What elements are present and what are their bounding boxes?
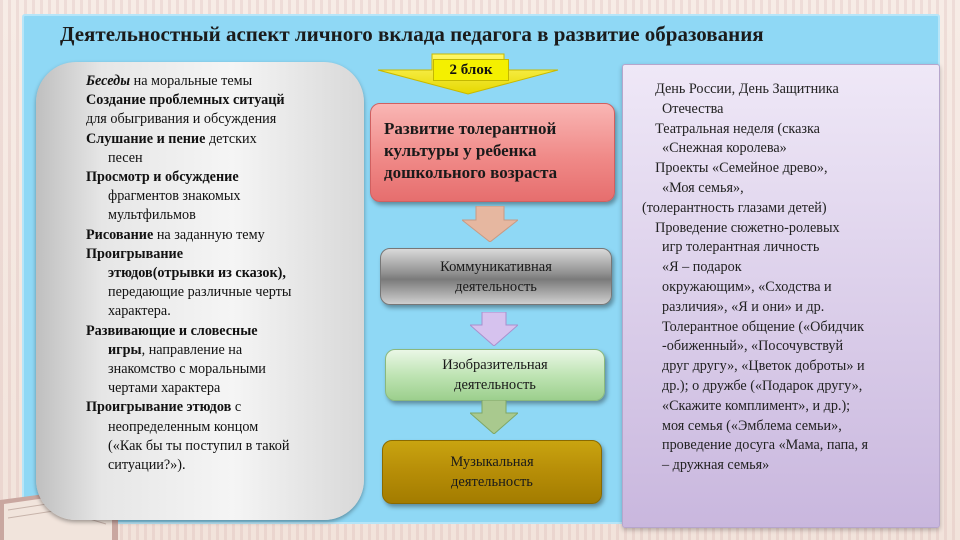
block-label: 2 блок: [433, 59, 509, 81]
list-item: «Я – подарок: [662, 259, 742, 276]
green-down-arrow-icon: [470, 400, 518, 434]
list-item: проведение досуга «Мама, папа, я: [662, 437, 869, 454]
list-item: День России, День Защитника: [648, 81, 839, 97]
list-item: Проигрывание: [86, 245, 184, 262]
main-goal-card: [370, 103, 615, 202]
list-item: мультфильмов: [108, 207, 196, 224]
methods-list: Беседы на моральные темы Создание пробле…: [86, 72, 356, 475]
activity-label: деятельность: [455, 278, 537, 295]
activity-label: деятельность: [451, 474, 533, 490]
activity-label: Музыкальная: [450, 454, 534, 470]
activity-label: деятельность: [454, 377, 536, 393]
list-item: Театральная неделя (сказка: [648, 120, 820, 137]
list-item: чертами характера: [108, 380, 221, 397]
list-item: Просмотр и обсуждение: [86, 169, 239, 186]
list-item: (толерантность глазами детей): [642, 199, 827, 216]
list-item: Развивающие и словесные: [86, 322, 258, 339]
activity-label: Коммуникативная: [440, 258, 552, 275]
events-list: День России, День Защитника Отечества Те…: [642, 80, 930, 476]
list-item: Толерантное общение («Обидчик: [662, 318, 865, 335]
list-item: Отечества: [662, 100, 724, 117]
list-item: передающие различные черты: [108, 284, 292, 301]
list-item: Рисование на заданную тему: [86, 226, 265, 243]
list-item: друг другу», «Цветок доброты» и: [662, 358, 865, 375]
activity-card-visual: Изобразительная деятельность: [385, 349, 605, 401]
list-item: «Скажите комплимент», и др.);: [662, 397, 851, 414]
list-item: характера.: [108, 303, 171, 320]
list-item: окружающим», «Сходства и: [662, 278, 832, 295]
list-item: -обиженный», «Посочувствуй: [662, 338, 844, 355]
list-item: неопределенным концом: [108, 418, 259, 435]
list-item: ситуации?»).: [108, 457, 186, 474]
list-item: Проигрывание этюдов с: [86, 399, 242, 416]
list-item: знакомство с моральными: [108, 361, 266, 378]
list-item: Создание проблемных ситуацй: [86, 92, 285, 109]
list-item: песен: [108, 149, 143, 166]
slide-title: Деятельностный аспект личного вклада пед…: [60, 22, 764, 46]
list-item: («Как бы ты поступил в такой: [108, 437, 290, 454]
list-item: др.); о дружбе («Подарок другу»,: [662, 377, 863, 394]
activity-card-music: Музыкальная деятельность: [382, 440, 602, 504]
peach-down-arrow-icon: [462, 206, 518, 242]
list-item: «Моя семья»,: [662, 179, 744, 196]
list-item: игры, направление на: [108, 341, 243, 358]
list-item: различия», «Я и они» и др.: [662, 298, 825, 315]
list-item: игр толерантная личность: [662, 239, 820, 256]
list-item: этюдов(отрывки из сказок),: [108, 265, 286, 282]
list-item: Слушание и пение детских: [86, 130, 257, 147]
activity-card-communicative: Коммуникативная деятельность: [380, 248, 612, 305]
list-item: Беседы на моральные темы: [86, 73, 253, 89]
activity-label: Изобразительная: [442, 357, 548, 373]
lavender-down-arrow-icon: [470, 312, 518, 346]
list-item: для обыгривания и обсуждения: [86, 111, 277, 128]
main-goal-text: Развитие толерантной культуры у ребенка …: [384, 119, 558, 182]
right-events-panel: [622, 64, 940, 528]
list-item: Проекты «Семейное древо»,: [648, 160, 828, 177]
list-item: Проведение сюжетно-ролевых: [648, 219, 840, 236]
list-item: «Снежная королева»: [662, 140, 787, 157]
list-item: фрагментов знакомых: [108, 188, 241, 205]
list-item: – дружная семья»: [662, 457, 770, 474]
list-item: моя семья («Эмблема семьи»,: [662, 417, 842, 434]
left-methods-panel: [36, 62, 364, 520]
